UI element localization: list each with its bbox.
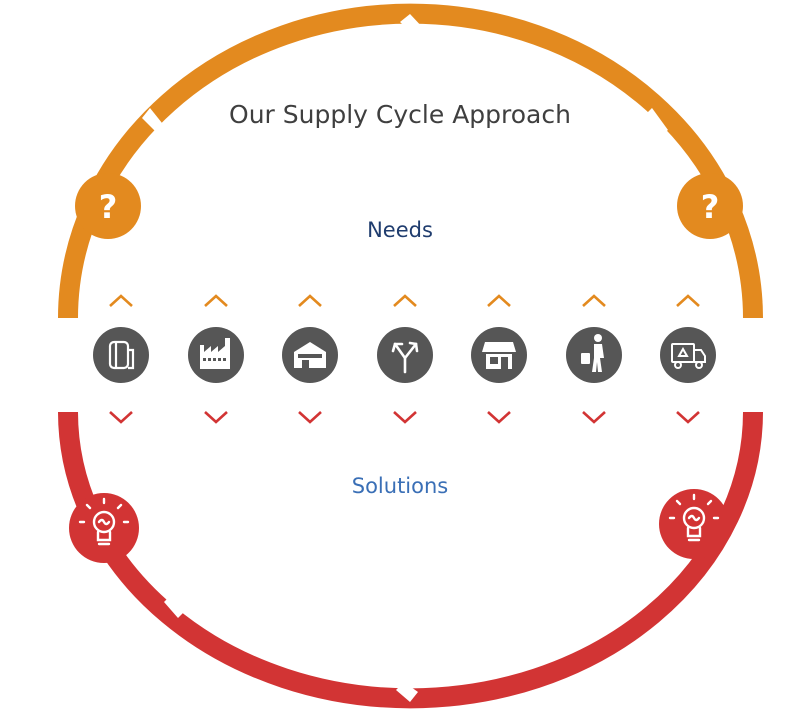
needs-badge-left: ? bbox=[75, 173, 141, 239]
solution-badge-left bbox=[69, 493, 139, 563]
lightbulb-icon bbox=[668, 493, 720, 542]
down-chevron bbox=[298, 411, 322, 424]
stage-warehouse bbox=[282, 294, 338, 424]
needs-badge-right: ? bbox=[677, 173, 743, 239]
storefront-icon bbox=[482, 342, 516, 369]
solutions-arc bbox=[58, 411, 763, 709]
solutions-arc-notches bbox=[164, 594, 642, 702]
solutions-label: Solutions bbox=[351, 474, 449, 498]
down-chevron bbox=[109, 411, 133, 424]
down-chevron bbox=[393, 411, 417, 424]
stage-paper-roll bbox=[93, 294, 149, 424]
up-chevron bbox=[204, 294, 228, 307]
stage-retail bbox=[471, 294, 527, 424]
question-icon: ? bbox=[99, 188, 118, 226]
diagram-title: Our Supply Cycle Approach bbox=[229, 100, 571, 129]
needs-arc-notches bbox=[142, 14, 668, 136]
up-chevron bbox=[298, 294, 322, 307]
question-icon: ? bbox=[701, 188, 720, 226]
up-chevron bbox=[487, 294, 511, 307]
factory-icon bbox=[200, 338, 230, 369]
stage-recycling bbox=[660, 294, 716, 424]
split-arrows-icon bbox=[391, 341, 419, 374]
down-chevron bbox=[204, 411, 228, 424]
up-chevron bbox=[582, 294, 606, 307]
down-chevron bbox=[487, 411, 511, 424]
up-chevron bbox=[109, 294, 133, 307]
stage-distribution bbox=[377, 294, 433, 424]
up-chevron bbox=[393, 294, 417, 307]
shopper-with-bag-icon bbox=[581, 334, 604, 372]
up-chevron bbox=[676, 294, 700, 307]
paper-roll-icon bbox=[108, 340, 135, 370]
down-chevron bbox=[582, 411, 606, 424]
needs-arc bbox=[58, 3, 763, 319]
lightbulb-icon bbox=[78, 497, 130, 546]
needs-label: Needs bbox=[367, 218, 433, 242]
solution-badge-right bbox=[659, 489, 729, 559]
warehouse-icon bbox=[294, 342, 326, 368]
stage-factory bbox=[188, 294, 244, 424]
down-chevron bbox=[676, 411, 700, 424]
stage-consumer bbox=[566, 294, 622, 424]
recycling-truck-icon bbox=[671, 343, 706, 369]
